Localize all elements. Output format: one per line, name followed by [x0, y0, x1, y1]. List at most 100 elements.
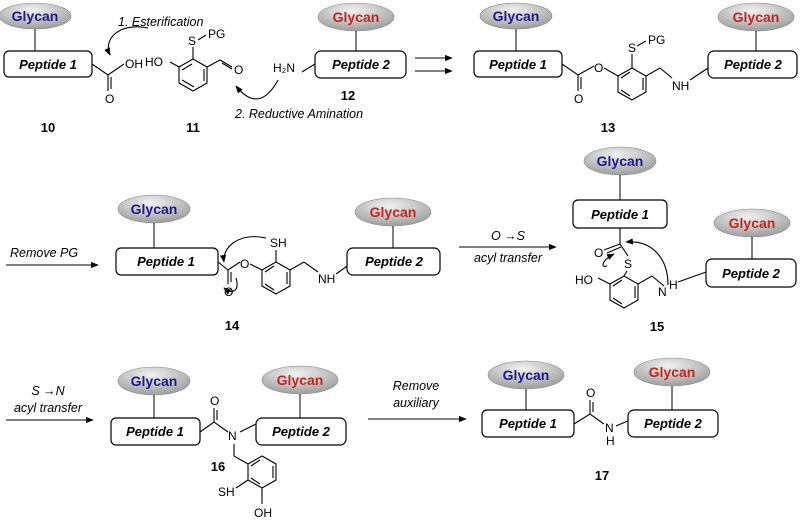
- atom-n: N: [658, 285, 667, 299]
- glycan-label: Glycan: [503, 367, 550, 383]
- atom-o: O: [105, 92, 114, 106]
- glycan-node: Glycan: [117, 194, 191, 224]
- peptide-2-box: Peptide 2: [627, 409, 719, 438]
- glycan-label: Glycan: [649, 364, 696, 380]
- glycan-node: Glycan: [713, 208, 791, 238]
- atom-ho: HO: [575, 273, 593, 287]
- atom-ho: HO: [145, 55, 163, 69]
- atom-pg: PG: [648, 33, 665, 47]
- atom-oh: OH: [254, 506, 272, 520]
- compound-15: Glycan Peptide 1 O S HO N H Glycan Pepti…: [572, 146, 797, 334]
- peptide-1-box: Peptide 1: [572, 199, 668, 229]
- glycan-node: Glycan: [0, 2, 72, 30]
- condition-esterification: 1. Esterification: [118, 15, 204, 29]
- atom-o: O: [240, 257, 249, 271]
- peptide-1-label: Peptide 1: [137, 254, 195, 269]
- compound-12: Glycan Peptide 2 H₂N 12: [273, 2, 407, 103]
- atom-o: O: [224, 285, 233, 299]
- peptide-1-label: Peptide 1: [19, 57, 77, 72]
- compound-number-14: 14: [225, 318, 240, 333]
- peptide-1-box: Peptide 1: [481, 409, 575, 438]
- atom-sh: SH: [270, 236, 287, 250]
- peptide-2-label: Peptide 2: [722, 266, 781, 281]
- esterification-step: 1. Esterification: [104, 15, 204, 56]
- glycan-node: Glycan: [583, 146, 657, 176]
- glycan-label: Glycan: [131, 201, 178, 217]
- atom-h: H: [606, 434, 615, 448]
- condition-remove: Remove: [393, 379, 440, 393]
- compound-number-12: 12: [341, 88, 355, 103]
- glycan-node: Glycan: [717, 2, 795, 32]
- compound-11: S PG HO O 11: [145, 27, 243, 135]
- atom-n: N: [228, 429, 237, 443]
- glycan-label: Glycan: [370, 204, 417, 220]
- condition-acyl-transfer: acyl transfer: [474, 251, 543, 265]
- atom-o: O: [594, 246, 603, 260]
- compound-16: Glycan Peptide 1 O N SH OH Glycan Peptid…: [110, 365, 347, 520]
- atom-o: O: [210, 394, 219, 408]
- peptide-1-box: Peptide 1: [110, 417, 201, 446]
- compound-number-11: 11: [186, 120, 200, 135]
- atom-nh: NH: [672, 79, 689, 93]
- peptide-2-label: Peptide 2: [724, 57, 783, 72]
- condition-reductive-amination: 2. Reductive Amination: [234, 107, 363, 121]
- glycan-node: Glycan: [261, 365, 339, 395]
- atom-sh: SH: [218, 485, 235, 499]
- glycan-label: Glycan: [277, 372, 324, 388]
- peptide-2-box: Peptide 2: [705, 258, 797, 288]
- remove-auxiliary-step: Remove auxiliary: [368, 379, 467, 423]
- condition-o-to-s: O →S: [491, 229, 526, 243]
- o-to-s-step: O →S acyl transfer: [459, 229, 557, 265]
- compound-number-17: 17: [595, 468, 609, 483]
- atom-pg: PG: [208, 27, 225, 41]
- atom-o: O: [574, 92, 583, 106]
- atom-s: S: [624, 257, 632, 271]
- compound-14: Glycan Peptide 1 O O SH NH Glycan Peptid…: [115, 194, 441, 333]
- glycan-node: Glycan: [487, 360, 565, 390]
- compound-10: Glycan Peptide 1 O OH 10: [0, 2, 143, 135]
- condition-remove-pg: Remove PG: [10, 246, 78, 260]
- compound-number-16: 16: [211, 459, 225, 474]
- atom-oh: OH: [125, 57, 143, 71]
- compound-number-13: 13: [601, 120, 615, 135]
- condition-s-to-n: S →N: [31, 384, 65, 398]
- peptide-1-label: Peptide 1: [489, 57, 547, 72]
- peptide-2-label: Peptide 2: [644, 416, 703, 431]
- peptide-2-label: Peptide 2: [365, 254, 424, 269]
- atom-s: S: [628, 41, 636, 55]
- s-to-n-step: S →N acyl transfer: [6, 384, 94, 424]
- peptide-2-box: Peptide 2: [314, 50, 407, 79]
- atom-o: O: [594, 61, 603, 75]
- atom-o: O: [234, 63, 243, 77]
- compound-13: Glycan Peptide 1 O O S PG NH Glycan Pept…: [473, 2, 798, 135]
- glycan-node: Glycan: [479, 2, 553, 30]
- glycan-label: Glycan: [333, 9, 380, 25]
- glycan-node: Glycan: [317, 2, 395, 32]
- atom-o: O: [586, 386, 595, 400]
- condition-auxiliary: auxiliary: [393, 396, 440, 410]
- condition-acyl-transfer: acyl transfer: [14, 401, 83, 415]
- peptide-2-label: Peptide 2: [332, 57, 391, 72]
- peptide-1-label: Peptide 1: [126, 424, 184, 439]
- glycan-label: Glycan: [729, 215, 776, 231]
- peptide-2-box: Peptide 2: [346, 247, 441, 276]
- peptide-2-label: Peptide 2: [272, 424, 331, 439]
- glycan-node: Glycan: [354, 197, 432, 227]
- glycan-node: Glycan: [633, 357, 711, 387]
- glycan-node: Glycan: [117, 366, 191, 396]
- glycan-label: Glycan: [493, 8, 540, 24]
- peptide-1-box: Peptide 1: [473, 50, 563, 78]
- atom-h2n: H₂N: [273, 61, 295, 75]
- peptide-1-box: Peptide 1: [3, 50, 93, 78]
- peptide-1-box: Peptide 1: [115, 247, 219, 276]
- peptide-2-box: Peptide 2: [255, 417, 347, 446]
- glycan-label: Glycan: [131, 373, 178, 389]
- atom-h: H: [669, 278, 678, 292]
- glycan-label: Glycan: [597, 153, 644, 169]
- peptide-1-label: Peptide 1: [591, 207, 649, 222]
- glycan-label: Glycan: [733, 9, 780, 25]
- reductive-amination-step: 2. Reductive Amination: [234, 79, 363, 121]
- atom-n: N: [605, 421, 614, 435]
- reaction-arrow: [415, 54, 453, 75]
- peptide-2-box: Peptide 2: [707, 50, 798, 79]
